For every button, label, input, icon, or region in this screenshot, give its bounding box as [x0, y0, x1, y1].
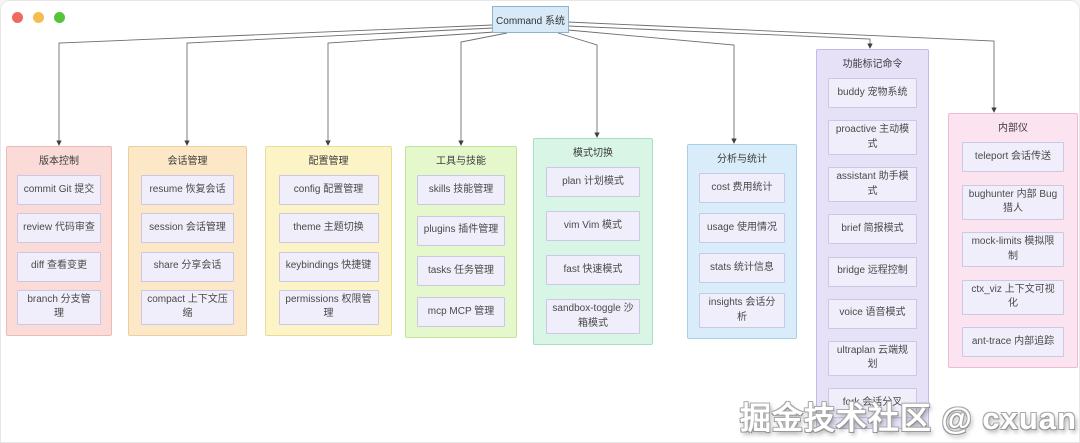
command-node: bughunter 内部 Bug 猎人: [961, 184, 1065, 220]
command-node: proactive 主动模式: [828, 120, 917, 156]
edge-feature-flags: [567, 25, 873, 49]
command-node: fork 会话分叉: [828, 387, 917, 418]
category-column: 模式切换 plan 计划模式 vim Vim 模式 fast 快速模式 sandbox-…: [533, 138, 653, 345]
command-node: voice 语音模式: [828, 298, 917, 329]
command-node: keybindings 快捷键: [278, 251, 379, 282]
edge-tools-skills: [458, 32, 508, 146]
command-list: config 配置管理 theme 主题切换 keybindings 快捷键 perm…: [266, 167, 391, 335]
command-node: mock-limits 模拟限制: [961, 232, 1065, 267]
zoom-button[interactable]: [54, 12, 65, 23]
category-title: 配置管理: [308, 156, 349, 167]
edge-session-mgmt: [184, 27, 494, 146]
watermark-text: 掘金技术社区 @ cxuan: [739, 401, 1077, 436]
command-node: assistant 助手模式: [828, 167, 917, 203]
root-node-label: Command 系统: [496, 16, 565, 27]
command-node: teleport 会话传送: [961, 142, 1065, 172]
edge-config-mgmt: [325, 31, 496, 146]
category-title: 模式切换: [573, 148, 613, 159]
command-node: usage 使用情况: [698, 213, 786, 243]
category-column: 版本控制 commit Git 提交 review 代码审查 diff 查看变更 bra…: [6, 146, 112, 336]
command-node: tasks 任务管理: [417, 256, 505, 287]
command-node: theme 主题切换: [278, 213, 379, 244]
command-node: cost 费用统计: [698, 173, 786, 203]
command-list: resume 恢复会话 session 会话管理 share 分享会话 compact…: [129, 167, 246, 335]
command-node: plan 计划模式: [545, 167, 641, 197]
command-node: bridge 远程控制: [828, 256, 917, 287]
command-node: session 会话管理: [140, 213, 235, 244]
command-node: plugins 插件管理: [417, 215, 505, 246]
command-node: compact 上下文压缩: [140, 289, 235, 325]
close-button[interactable]: [12, 12, 23, 23]
category-column: 分析与统计 cost 费用统计 usage 使用情况 stats 统计信息 insigh…: [687, 144, 797, 339]
command-node: sandbox-toggle 沙箱模式: [545, 299, 641, 334]
command-node: fast 快速模式: [545, 255, 641, 285]
command-node: share 分享会话: [140, 251, 235, 282]
command-node: commit Git 提交: [17, 175, 101, 205]
category-column: 功能标记命令 buddy 宠物系统 proactive 主动模式 assistant …: [816, 49, 929, 429]
edge-mode-switch: [557, 32, 600, 138]
category-title: 工具与技能: [436, 156, 486, 167]
command-list: buddy 宠物系统 proactive 主动模式 assistant 助手模式 br…: [817, 70, 928, 428]
category-title: 版本控制: [39, 156, 79, 167]
command-node: insights 会话分析: [698, 293, 786, 328]
category-title: 功能标记命令: [842, 59, 903, 70]
category-column: 内部仪 teleport 会话传送 bughunter 内部 Bug 猎人 mock-…: [948, 113, 1078, 368]
command-node: ctx_viz 上下文可视化: [961, 279, 1065, 315]
category-title: 分析与统计: [717, 154, 767, 165]
command-node: stats 统计信息: [698, 253, 786, 283]
command-list: teleport 会话传送 bughunter 内部 Bug 猎人 mock-lim…: [949, 134, 1077, 367]
command-node: mcp MCP 管理: [417, 296, 505, 327]
command-list: plan 计划模式 vim Vim 模式 fast 快速模式 sandbox-togg…: [534, 159, 652, 344]
command-node: branch 分支管理: [17, 289, 101, 325]
command-list: cost 费用统计 usage 使用情况 stats 统计信息 insights 会话…: [688, 165, 796, 338]
command-node: review 代码审查: [17, 213, 101, 244]
window-controls: [12, 12, 65, 23]
command-node: skills 技能管理: [417, 175, 505, 205]
category-column: 配置管理 config 配置管理 theme 主题切换 keybindings 快捷键…: [265, 146, 392, 336]
minimize-button[interactable]: [33, 12, 44, 23]
edge-internal: [567, 21, 997, 113]
command-node: diff 查看变更: [17, 251, 101, 282]
edge-version-control: [56, 24, 494, 146]
root-node: Command 系统: [492, 6, 569, 33]
category-title: 内部仪: [998, 123, 1028, 134]
category-column: 工具与技能 skills 技能管理 plugins 插件管理 tasks 任务管理 mc…: [405, 146, 517, 338]
command-node: brief 简报模式: [828, 214, 917, 245]
command-node: resume 恢复会话: [140, 175, 235, 205]
command-node: vim Vim 模式: [545, 211, 641, 241]
command-list: skills 技能管理 plugins 插件管理 tasks 任务管理 mcp MCP…: [406, 167, 516, 337]
command-node: buddy 宠物系统: [828, 78, 917, 108]
command-node: ultraplan 云端规划: [828, 340, 917, 376]
edge-analytics: [567, 29, 737, 144]
command-list: commit Git 提交 review 代码审查 diff 查看变更 branch …: [7, 167, 111, 335]
category-column: 会话管理 resume 恢复会话 session 会话管理 share 分享会话 com…: [128, 146, 247, 336]
command-node: ant-trace 内部追踪: [961, 327, 1065, 357]
command-node: config 配置管理: [278, 175, 379, 205]
command-node: permissions 权限管理: [278, 289, 379, 325]
category-title: 会话管理: [167, 156, 208, 167]
